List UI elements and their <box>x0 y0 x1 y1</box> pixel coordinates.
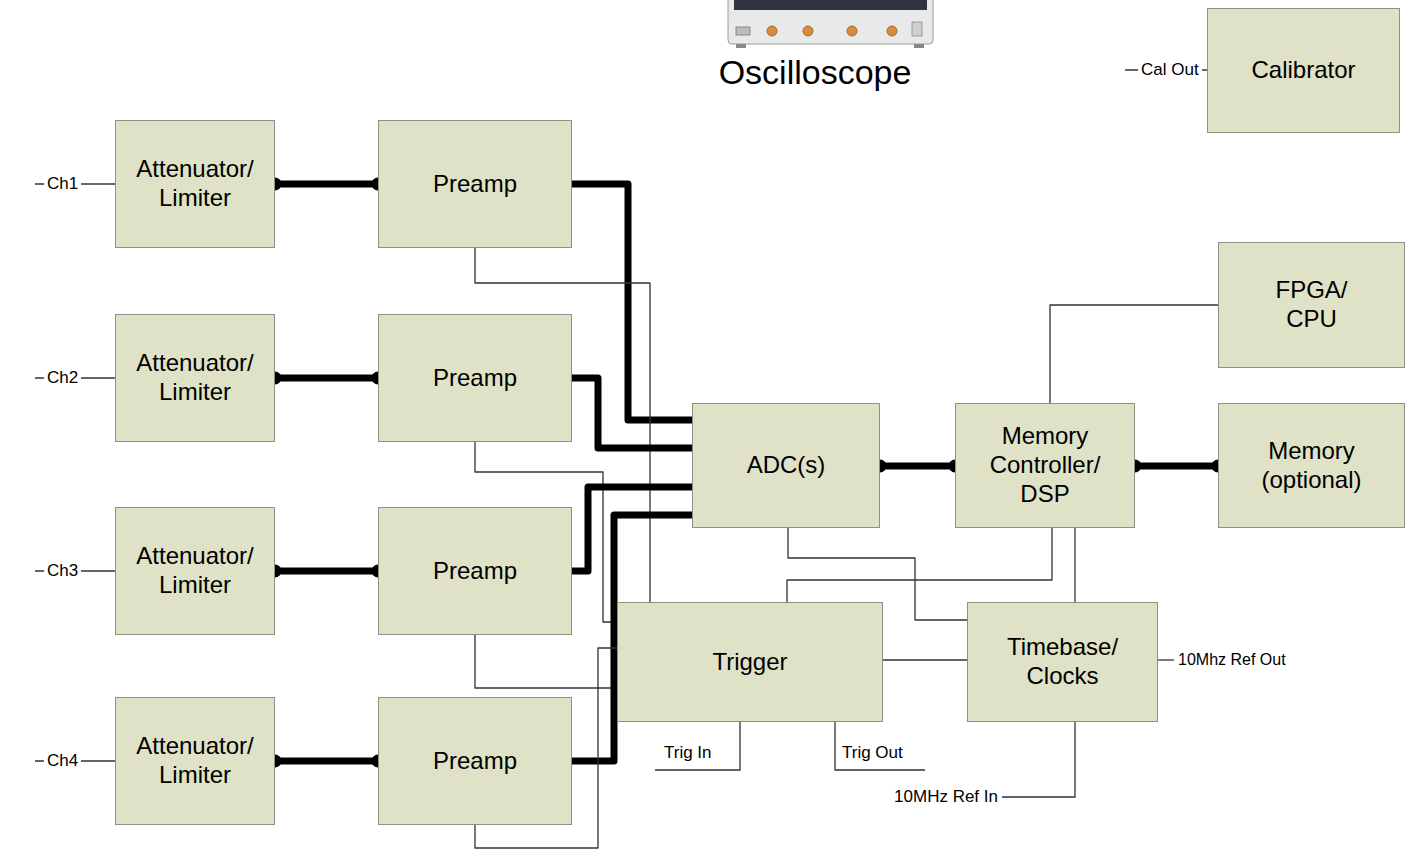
block-label: Memory Controller/ DSP <box>980 422 1110 508</box>
block-label: Timebase/ Clocks <box>998 633 1128 691</box>
signal-connector <box>1074 528 1075 602</box>
attenuator-box: Attenuator/ Limiter <box>115 314 275 442</box>
block-label: Attenuator/ Limiter <box>125 732 265 790</box>
port-lines <box>35 70 1207 797</box>
bnc-input <box>803 26 813 36</box>
block-label: Preamp <box>433 557 517 586</box>
bus-connector <box>275 181 378 188</box>
port-line <box>835 722 925 770</box>
signal-connector <box>1050 305 1218 403</box>
port-label: 10Mhz Ref Out <box>1178 649 1286 671</box>
bus-connector <box>572 184 692 420</box>
block-label: FPGA/ CPU <box>1267 276 1357 334</box>
port-line <box>1002 722 1075 797</box>
trigger-box: Trigger <box>617 602 883 722</box>
attenuator-box: Attenuator/ Limiter <box>115 507 275 635</box>
bus-connector <box>572 487 692 571</box>
bus-connector <box>275 568 378 575</box>
device-foot <box>736 44 746 48</box>
preamp-box: Preamp <box>378 507 572 635</box>
port-label: Ch2 <box>44 367 81 389</box>
timebase-box: Timebase/ Clocks <box>967 602 1158 722</box>
block-label: Preamp <box>433 747 517 776</box>
adc-box: ADC(s) <box>692 403 880 528</box>
block-label: Preamp <box>433 364 517 393</box>
port-label: Cal Out <box>1138 59 1202 81</box>
block-label: Trigger <box>712 648 787 677</box>
bnc-input <box>767 26 777 36</box>
attenuator-box: Attenuator/ Limiter <box>115 697 275 825</box>
signal-connector <box>883 659 967 660</box>
block-label: Attenuator/ Limiter <box>125 349 265 407</box>
signal-connector <box>475 635 617 688</box>
port-label: 10MHz Ref In <box>894 786 998 808</box>
device-foot <box>914 44 924 48</box>
preamp-box: Preamp <box>378 314 572 442</box>
bus-connector <box>275 375 378 382</box>
attenuator-box: Attenuator/ Limiter <box>115 120 275 248</box>
bnc-input <box>847 26 857 36</box>
oscilloscope-illustration <box>728 0 933 48</box>
memory-controller-box: Memory Controller/ DSP <box>955 403 1135 528</box>
port-label: Ch3 <box>44 560 81 582</box>
block-label: ADC(s) <box>747 451 826 480</box>
device-screen <box>734 0 927 10</box>
port-label: Ch4 <box>44 750 81 772</box>
memory-box: Memory (optional) <box>1218 403 1405 528</box>
calibrator-box: Calibrator <box>1207 8 1400 133</box>
fpga-cpu-box: FPGA/ CPU <box>1218 242 1405 368</box>
device-body <box>728 0 933 44</box>
bus-connector <box>275 758 378 765</box>
block-label: Memory (optional) <box>1247 437 1377 495</box>
bus-connector <box>572 378 692 448</box>
diagram-title: Oscilloscope <box>615 52 1015 92</box>
block-label: Preamp <box>433 170 517 199</box>
signal-connector <box>787 528 1052 602</box>
block-label: Attenuator/ Limiter <box>125 155 265 213</box>
device-button <box>912 22 922 36</box>
block-label: Calibrator <box>1251 56 1355 85</box>
port-label: Trig Out <box>842 742 903 764</box>
preamp-box: Preamp <box>378 120 572 248</box>
port-label: Trig In <box>664 742 712 764</box>
port-line <box>1158 659 1174 660</box>
preamp-box: Preamp <box>378 697 572 825</box>
usb-port <box>736 27 750 35</box>
port-label: Ch1 <box>44 173 81 195</box>
port-line <box>655 722 740 770</box>
bus-connector <box>880 463 955 470</box>
block-label: Attenuator/ Limiter <box>125 542 265 600</box>
bnc-input <box>887 26 897 36</box>
bus-connector <box>1135 463 1218 470</box>
